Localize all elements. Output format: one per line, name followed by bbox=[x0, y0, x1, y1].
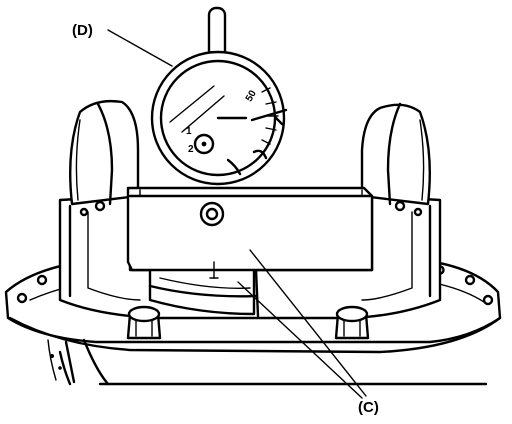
callout-c: (C) bbox=[237, 249, 379, 416]
right-bearing-cap bbox=[360, 102, 431, 206]
dial-number-1: 1 bbox=[186, 126, 192, 137]
leader-line-c-lower bbox=[237, 281, 363, 399]
callout-label-c: (C) bbox=[358, 399, 379, 416]
callout-label-d: (D) bbox=[72, 22, 93, 39]
dial-indicator: 50 1 2 bbox=[150, 6, 288, 186]
pedestal-cylinder bbox=[148, 266, 260, 318]
block-screw-head bbox=[199, 201, 225, 227]
leader-line-d bbox=[107, 29, 173, 67]
dial-subdial bbox=[193, 133, 215, 155]
leader-line-c-upper bbox=[249, 249, 367, 397]
left-bearing-cap bbox=[69, 99, 140, 206]
callout-d: (D) bbox=[72, 22, 173, 67]
housing-skirt bbox=[47, 338, 488, 386]
dial-number-50: 50 bbox=[244, 88, 259, 104]
gauge-block bbox=[126, 186, 374, 279]
flange-bolt-left bbox=[126, 305, 162, 340]
dial-number-2: 2 bbox=[188, 144, 194, 155]
flange-bolt-right bbox=[334, 305, 370, 340]
